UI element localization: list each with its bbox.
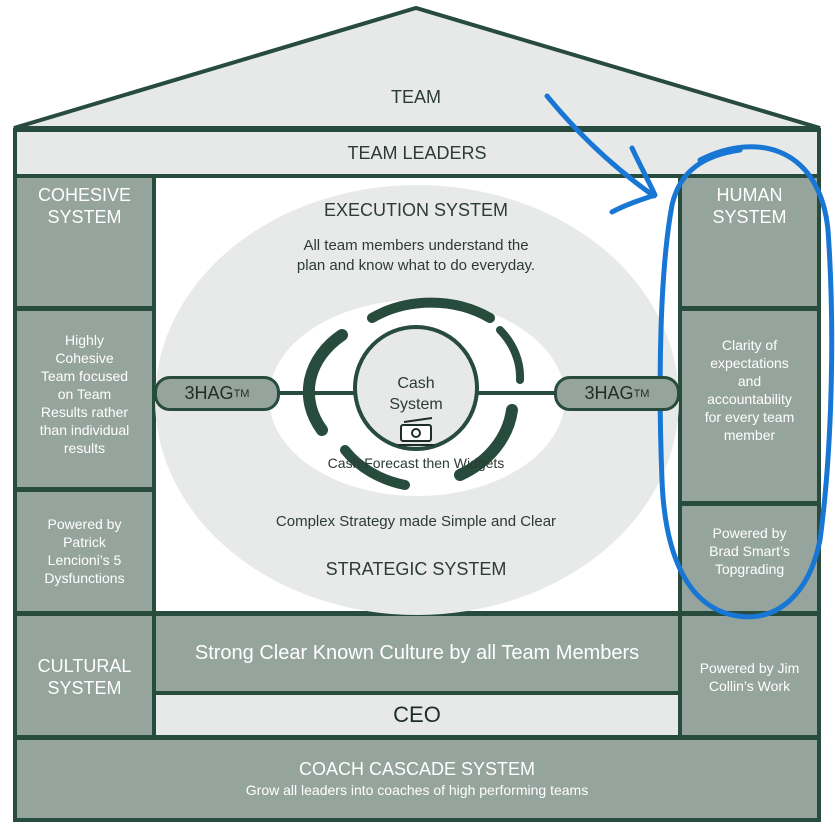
cash-forecast-text: Cash Forecast then Widgets (327, 455, 505, 471)
coach-cascade-description: Grow all leaders into coaches of high pe… (245, 782, 589, 798)
cohesive-powered-line: Patrick (63, 534, 106, 550)
cohesive-system-title: COHESIVE SYSTEM (17, 184, 152, 228)
execution-description: All team members understand the plan and… (226, 236, 606, 276)
cohesive-desc-line: Team focused (40, 368, 129, 384)
execution-desc-line1: All team members understand the (303, 237, 529, 254)
cohesive-title-line2: SYSTEM (47, 207, 122, 227)
cohesive-title-line1: COHESIVE (37, 185, 132, 205)
coach-cascade-title: COACH CASCADE SYSTEM (298, 759, 536, 779)
3hag-right-tm: TM (633, 387, 650, 400)
cultural-system-title: CULTURAL SYSTEM (17, 655, 152, 699)
3hag-right-label: 3HAG (584, 383, 634, 403)
cohesive-powered-line: Dysfunctions (44, 570, 125, 586)
human-desc-line: member (723, 427, 776, 443)
human-title-line1: HUMAN (716, 185, 783, 205)
cohesive-desc-line: Highly (65, 332, 104, 348)
cohesive-description: Highly Cohesive Team focused on Team Res… (17, 331, 152, 457)
human-powered-line: Topgrading (714, 561, 785, 577)
3hag-left-label: 3HAG (184, 383, 234, 403)
cultural-title-line1: CULTURAL (37, 656, 132, 676)
cohesive-desc-line: Cohesive (55, 350, 114, 366)
cultural-powered-by: Powered by Jim Collin’s Work (682, 659, 817, 695)
human-desc-line: and (737, 373, 762, 389)
roof-label: TEAM (390, 87, 441, 107)
cash-line2: System (389, 396, 443, 413)
human-desc-line: for every team (704, 409, 795, 425)
cohesive-desc-line: than individual (39, 422, 130, 438)
ceo-label: CEO (393, 702, 441, 727)
cohesive-powered-line: Powered by (47, 516, 122, 532)
strategic-description: Complex Strategy made Simple and Clear (275, 513, 557, 530)
team-leaders-label: TEAM LEADERS (347, 143, 487, 163)
human-desc-line: expectations (710, 355, 789, 371)
cultural-powered-line2: Collin’s Work (708, 678, 791, 694)
cultural-powered-line1: Powered by Jim (699, 660, 800, 676)
blue-annotation (544, 93, 835, 620)
human-description: Clarity of expectations and accountabili… (682, 336, 817, 444)
roof-shape (13, 5, 821, 130)
human-title-line2: SYSTEM (712, 207, 787, 227)
human-desc-line: accountability (707, 391, 792, 407)
cohesive-desc-line: Results rather (40, 404, 129, 420)
cash-line1: Cash (397, 375, 435, 392)
execution-system-title: EXECUTION SYSTEM (323, 200, 509, 220)
human-powered-line: Brad Smart’s (709, 543, 790, 559)
human-system-title: HUMAN SYSTEM (682, 184, 817, 228)
cohesive-desc-line: on Team (57, 386, 112, 402)
strategic-system-title: STRATEGIC SYSTEM (325, 559, 507, 579)
3hag-left-tm: TM (233, 387, 250, 400)
cultural-title-line2: SYSTEM (47, 678, 122, 698)
money-icon (398, 417, 434, 446)
cohesive-desc-line: results (63, 440, 106, 456)
human-desc-line: Clarity of (721, 337, 778, 353)
execution-desc-line2: plan and know what to do everyday. (296, 257, 536, 274)
cohesive-powered-line: Lencioni’s 5 (47, 552, 122, 568)
human-powered-line: Powered by (712, 525, 787, 541)
cash-circle (353, 325, 479, 451)
cash-system-label: Cash System (356, 373, 476, 415)
cohesive-powered-by: Powered by Patrick Lencioni’s 5 Dysfunct… (17, 515, 152, 587)
culture-band-text: Strong Clear Known Culture by all Team M… (194, 642, 640, 664)
human-powered-by: Powered by Brad Smart’s Topgrading (682, 524, 817, 578)
